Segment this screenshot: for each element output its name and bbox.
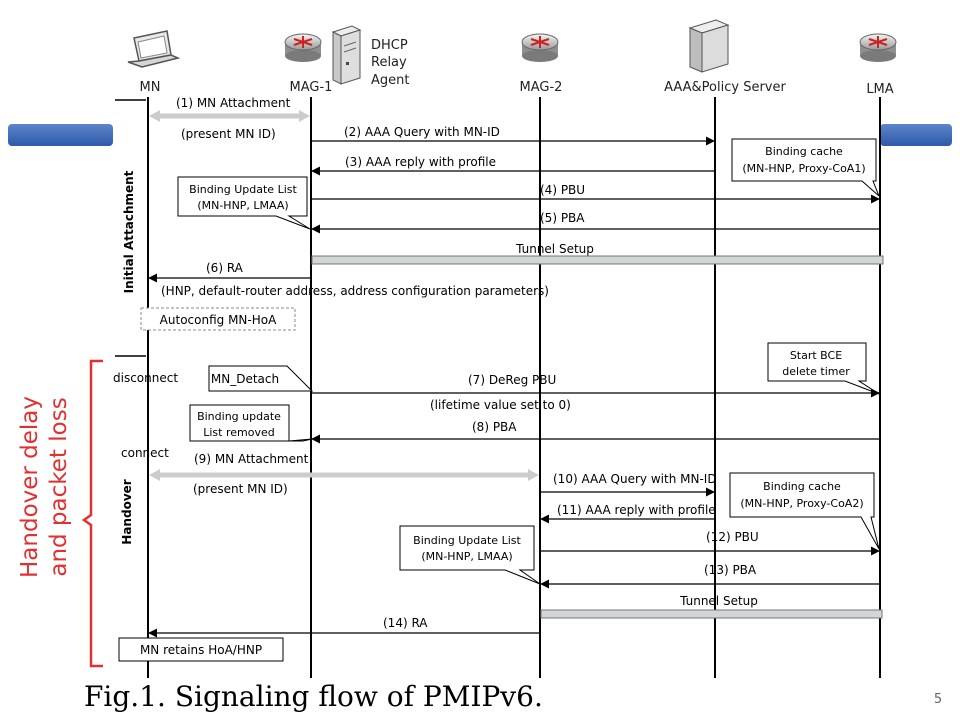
callout-mn-detach [208, 365, 314, 392]
callout-bul-removed-line-1: Binding update [197, 410, 281, 423]
msg-4-label: (4) PBU [540, 183, 585, 197]
handover-delay-bracket [81, 359, 103, 668]
router-icon [284, 33, 322, 62]
phase-label-handover: Handover [120, 479, 134, 544]
msg-2-label: (2) AAA Query with MN-ID [344, 125, 500, 139]
retains-box [118, 637, 284, 662]
page-number: 5 [934, 692, 942, 707]
msg-7-label: (7) DeReg PBU [468, 373, 556, 387]
accent-bar-right [880, 124, 952, 146]
connect-label: connect [121, 446, 169, 460]
callout-bc2-line-1: Binding cache [763, 480, 841, 493]
callout-bc1-line-2: (MN-HNP, Proxy-CoA1) [742, 162, 865, 175]
callout-start-bce-line-2: delete timer [782, 365, 850, 378]
server-icon [688, 19, 730, 73]
callout-bul2-line-2: (MN-HNP, LMAA) [421, 550, 512, 563]
msg-9-label: (9) MN Attachment [194, 452, 309, 466]
msg-13-label: (13) PBA [704, 563, 757, 577]
figure-caption: Fig.1. Signaling flow of PMIPv6. [84, 680, 543, 713]
callout-bul1-line-1: Binding Update List [189, 183, 297, 196]
callout-start-bce-line-1: Start BCE [790, 349, 842, 362]
entity-label-mag2: MAG-2 [520, 80, 563, 95]
callout-binding-cache-1 [731, 138, 880, 197]
msg-8-label: (8) PBA [472, 420, 517, 434]
attach-arrow-9-head-right [528, 469, 539, 481]
callout-binding-cache-2 [729, 472, 880, 550]
callout-bul-removed [189, 404, 313, 442]
accent-bar-left [8, 124, 113, 146]
callout-bul-2 [399, 525, 541, 585]
callout-bul-removed-line-2: List removed [203, 426, 274, 439]
tunnel-2-bar [540, 609, 883, 619]
msg-7-note: (lifetime value set to 0) [430, 398, 571, 412]
entity-label-mn: MN [140, 80, 161, 95]
callout-bul-1 [177, 176, 311, 230]
msg-11-label: (11) AAA reply with profile [557, 503, 716, 517]
callout-bc2-line-2: (MN-HNP, Proxy-CoA2) [740, 497, 863, 510]
callout-bul2-line-1: Binding Update List [413, 534, 521, 547]
retains-label: MN retains HoA/HNP [140, 643, 262, 657]
attach-arrow-1-head-left [149, 110, 160, 122]
phase-label-initial: Initial Attachment [122, 170, 136, 293]
entity-label-lma: LMA [866, 82, 893, 97]
msg-5-label: (5) PBA [540, 211, 585, 225]
attach-arrow-9-head-left [149, 469, 160, 481]
msg-1-label: (1) MN Attachment [176, 96, 291, 110]
callout-mn-detach-label: MN_Detach [211, 372, 279, 386]
msg-10-label: (10) AAA Query with MN-ID [553, 472, 717, 486]
msg-6-label: (6) RA [206, 261, 244, 275]
autoconfig-box [140, 307, 296, 331]
annotation-line-1: Handover delay [17, 396, 43, 578]
callout-bc1-line-1: Binding cache [765, 145, 843, 158]
msg-3-label: (3) AAA reply with profile [345, 155, 496, 169]
disconnect-label: disconnect [113, 371, 178, 385]
laptop-icon [127, 30, 181, 68]
msg-6-note: (HNP, default-router address, address co… [161, 284, 549, 298]
autoconfig-label: Autoconfig MN-HoA [160, 313, 277, 327]
tunnel-1-bar [311, 255, 884, 265]
dhcp-label-line-1: DHCP [371, 38, 408, 53]
entity-label-mag1: MAG-1 [290, 80, 333, 95]
msg-14-label: (14) RA [383, 616, 428, 630]
router-icon [521, 33, 559, 62]
dhcp-label-line-3: Agent [371, 73, 409, 88]
tunnel-2-label: Tunnel Setup [679, 594, 758, 608]
server-icon [331, 25, 362, 85]
router-icon [859, 33, 897, 62]
entity-label-aaa: AAA&Policy Server [664, 80, 786, 95]
callout-bul1-line-2: (MN-HNP, LMAA) [197, 199, 288, 212]
msg-1-note: (present MN ID) [181, 127, 276, 141]
annotation-line-2: and packet loss [46, 397, 72, 576]
callout-start-bce [767, 342, 880, 395]
tunnel-1-label: Tunnel Setup [515, 242, 594, 256]
attach-arrow-1-head-right [299, 110, 310, 122]
msg-12-label: (12) PBU [706, 530, 759, 544]
dhcp-label-line-2: Relay [371, 55, 407, 70]
msg-9-note: (present MN ID) [193, 482, 288, 496]
